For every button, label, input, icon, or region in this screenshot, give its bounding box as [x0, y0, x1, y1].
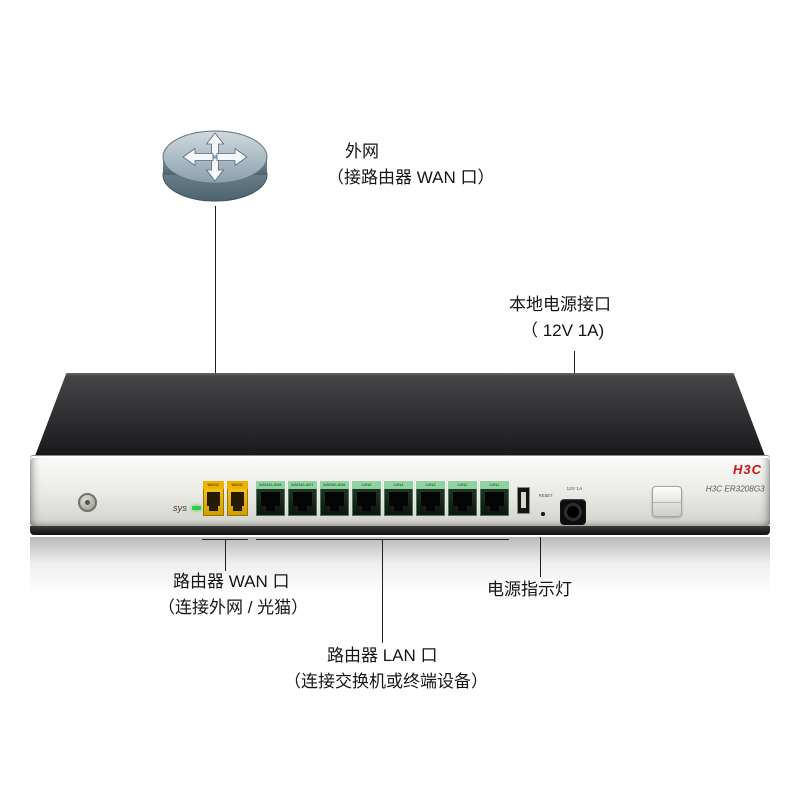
lan-port: WAN4/LAN7: [288, 481, 317, 516]
lan-port-hole: [453, 492, 472, 506]
usb-port: [517, 487, 530, 514]
power-jack-area: 12V 1A: [558, 478, 588, 525]
sys-led: [192, 506, 201, 510]
lan-port-label-text: LAN1: [489, 482, 500, 487]
lan-port-tab: [330, 506, 339, 511]
panel-screw-icon: [78, 493, 97, 512]
lan-port-label-text: WAN4/LAN7: [291, 482, 314, 487]
lan-port-hole: [485, 492, 504, 506]
lan-port-tab: [362, 506, 371, 511]
lan-port-label: WAN4/LAN7: [288, 481, 317, 489]
device-top-face: [35, 373, 765, 456]
wan-port-hole: [207, 492, 220, 506]
callout-line-lan: [382, 539, 383, 643]
wan-port-tab: [209, 506, 218, 511]
lan-port-label: LAN3: [416, 481, 445, 489]
lan-port-label: LAN2: [448, 481, 477, 489]
router-arrows-icon: [182, 132, 248, 182]
lan-port-jack: [256, 489, 285, 516]
lan-port: WAN5/LAN6: [320, 481, 349, 516]
brand-logo: H3C: [732, 462, 762, 477]
power-switch-seam: [653, 502, 681, 503]
power-jack-label: 12V 1A: [566, 486, 583, 492]
lan-port-tab: [490, 506, 499, 511]
lan-port-label-text: LAN3: [425, 482, 436, 487]
wan-port-label: WAN1: [227, 481, 248, 489]
wan-port: WAN1: [227, 481, 248, 516]
wan-port-group: WAN2 WAN1: [203, 481, 248, 516]
sys-label: sys: [172, 502, 188, 514]
callout-line-external-to-wan: [215, 206, 216, 470]
lan-port-jack: [416, 489, 445, 516]
lan-port-jack: [352, 489, 381, 516]
lan-port-hole: [357, 492, 376, 506]
wan-port-hole: [231, 492, 244, 506]
lan-port-label-text: LAN5: [361, 482, 372, 487]
wan-port-label: WAN2: [203, 481, 224, 489]
label-external-network: 外网: [345, 142, 379, 161]
lan-port: LAN3: [416, 481, 445, 516]
lan-port-jack: [384, 489, 413, 516]
lan-port-jack: [448, 489, 477, 516]
label-external-network-sub: （接路由器 WAN 口）: [327, 168, 495, 187]
reset-area: RESET: [529, 485, 557, 516]
wan-port-jack: [203, 489, 224, 516]
label-power-input-sub: （ 12V 1A): [521, 321, 605, 340]
callout-line-wan: [225, 539, 226, 571]
wan-port-tab: [233, 506, 242, 511]
lan-port-tab: [458, 506, 467, 511]
label-power-input: 本地电源接口: [509, 295, 611, 314]
model-text: H3C ER3208G3: [706, 484, 765, 494]
lan-port-label: WAN5/LAN6: [320, 481, 349, 489]
power-jack: [560, 499, 586, 525]
lan-port-hole: [421, 492, 440, 506]
power-jack-pin: [564, 503, 582, 521]
power-led-pinhole: [541, 512, 545, 516]
lan-port: WAN3/LAN8: [256, 481, 285, 516]
device-front-panel: sys WAN2 WAN1 WAN3/LAN8 WAN4/LAN7: [30, 456, 770, 526]
lan-port-jack: [320, 489, 349, 516]
lan-port-label-text: LAN4: [393, 482, 404, 487]
lan-port-hole: [325, 492, 344, 506]
lan-port: LAN2: [448, 481, 477, 516]
lan-port-tab: [426, 506, 435, 511]
label-power-led: 电源指示灯: [487, 580, 572, 599]
lan-port-hole: [389, 492, 408, 506]
lan-port-label-text: LAN2: [457, 482, 468, 487]
lan-port-label: LAN1: [480, 481, 509, 489]
reset-label: RESET: [538, 493, 553, 499]
callout-line-power-led: [540, 537, 541, 577]
power-switch: [652, 486, 682, 517]
device-reflection: [30, 537, 770, 595]
wan-port: WAN2: [203, 481, 224, 516]
lan-port-hole: [293, 492, 312, 506]
lan-port-label: LAN5: [352, 481, 381, 489]
lan-port: LAN4: [384, 481, 413, 516]
lan-port-jack: [288, 489, 317, 516]
lan-port-tab: [266, 506, 275, 511]
wan-port-jack: [227, 489, 248, 516]
external-network-router-icon: [162, 130, 268, 202]
wan-port-label-text: WAN1: [231, 482, 244, 487]
lan-port: LAN5: [352, 481, 381, 516]
wan-port-label-text: WAN2: [207, 482, 220, 487]
lan-port-tab: [298, 506, 307, 511]
label-wan-ports: 路由器 WAN 口: [173, 572, 290, 591]
lan-port-jack: [480, 489, 509, 516]
lan-port-hole: [261, 492, 280, 506]
lan-port-label: LAN4: [384, 481, 413, 489]
lan-port-tab: [394, 506, 403, 511]
lan-port: LAN1: [480, 481, 509, 516]
usb-slot: [521, 492, 526, 508]
lan-port-group: WAN3/LAN8 WAN4/LAN7 WAN5/LAN6 LAN5 LAN4 …: [256, 481, 509, 516]
screw-center: [85, 500, 90, 505]
lan-port-label: WAN3/LAN8: [256, 481, 285, 489]
device-bottom-edge: [30, 526, 770, 535]
label-wan-ports-sub: （连接外网 / 光猫）: [158, 598, 309, 617]
lan-port-label-text: WAN3/LAN8: [259, 482, 282, 487]
lan-port-label-text: WAN5/LAN6: [323, 482, 346, 487]
label-lan-ports-sub: （连接交换机或终端设备）: [284, 672, 488, 691]
label-lan-ports: 路由器 LAN 口: [327, 646, 438, 665]
sys-indicator: sys: [171, 502, 201, 514]
